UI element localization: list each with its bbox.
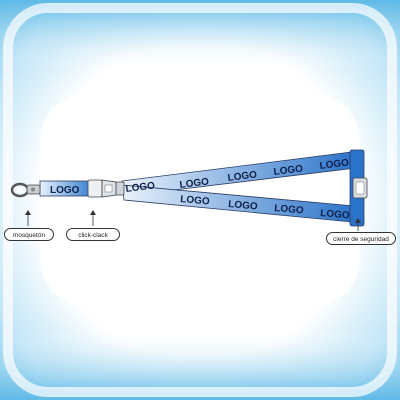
logo-print: LOGO — [180, 194, 211, 208]
logo-print: LOGO — [227, 169, 258, 184]
callout-arrow — [25, 210, 361, 231]
logo-print: LOGO — [50, 185, 80, 196]
logo-print: LOGO — [319, 157, 350, 172]
buckle-label: click-clack — [66, 228, 120, 241]
logo-print: LOGO — [228, 199, 259, 213]
logo-print: LOGO — [274, 203, 305, 217]
safety-clip-label: cierre de seguridad — [326, 232, 396, 245]
logo-print: LOGO — [273, 163, 304, 178]
carabiner-icon — [10, 182, 41, 198]
safety-clip-icon — [349, 149, 368, 227]
logo-print: LOGO — [179, 176, 210, 191]
logo-print: LOGO — [125, 180, 156, 195]
logo-print: LOGO — [320, 208, 351, 222]
carabiner-label: mosquetón — [4, 228, 54, 241]
buckle-icon — [87, 179, 125, 198]
